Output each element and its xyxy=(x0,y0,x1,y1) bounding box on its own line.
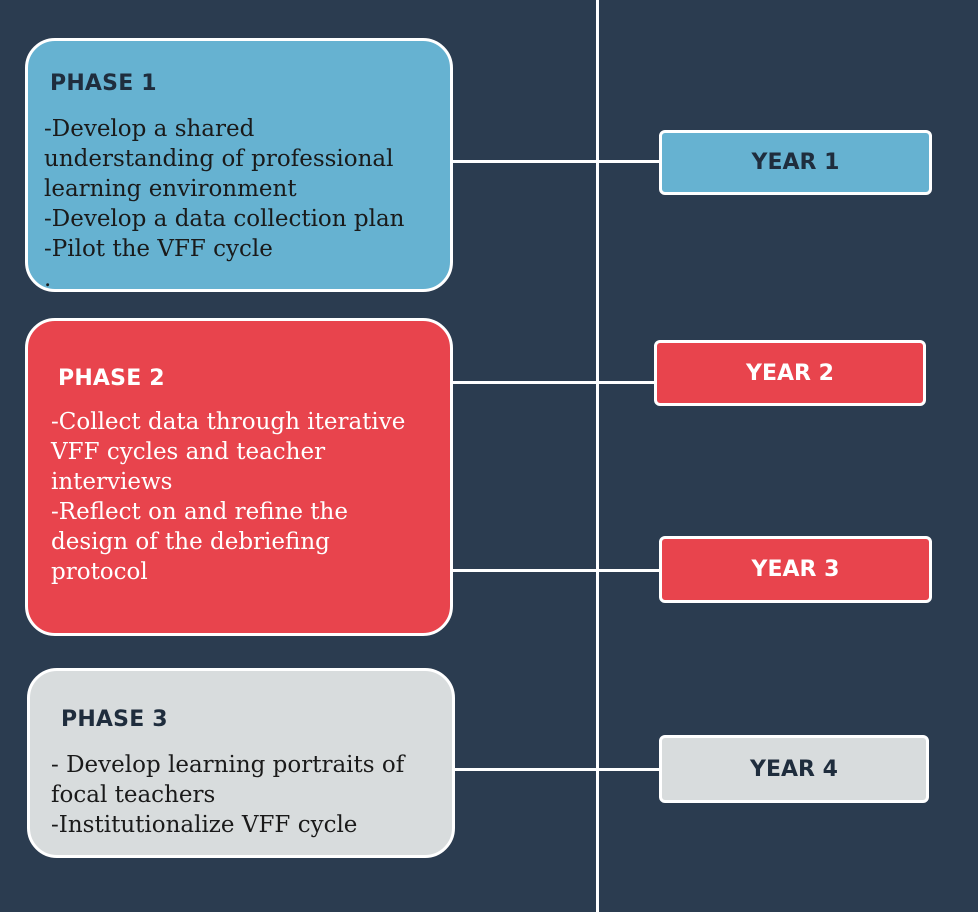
phase-2-box: PHASE 2 -Collect data through iterative … xyxy=(25,318,453,636)
phase-2-title: PHASE 2 xyxy=(58,366,165,391)
phase-3-description: - Develop learning portraits of focal te… xyxy=(51,752,405,838)
phase-3-title: PHASE 3 xyxy=(61,707,168,732)
connector-phase3-year4 xyxy=(450,768,662,771)
year-4-box: YEAR 4 xyxy=(659,735,929,803)
phase-3-box: PHASE 3 - Develop learning portraits of … xyxy=(27,668,455,858)
phase-1-title: PHASE 1 xyxy=(50,71,157,96)
connector-phase1-year1 xyxy=(450,160,662,163)
phase-1-box: PHASE 1 -Develop a shared understanding … xyxy=(25,38,453,292)
year-3-box: YEAR 3 xyxy=(659,536,932,603)
year-2-box: YEAR 2 xyxy=(654,340,926,406)
timeline-axis xyxy=(596,0,599,912)
phase-2-description: -Collect data through iterative VFF cycl… xyxy=(51,409,406,585)
connector-phase2-year3 xyxy=(450,569,662,572)
connector-phase2-year2 xyxy=(450,381,657,384)
year-1-box: YEAR 1 xyxy=(659,130,932,195)
phase-1-description: -Develop a shared understanding of profe… xyxy=(44,116,405,292)
